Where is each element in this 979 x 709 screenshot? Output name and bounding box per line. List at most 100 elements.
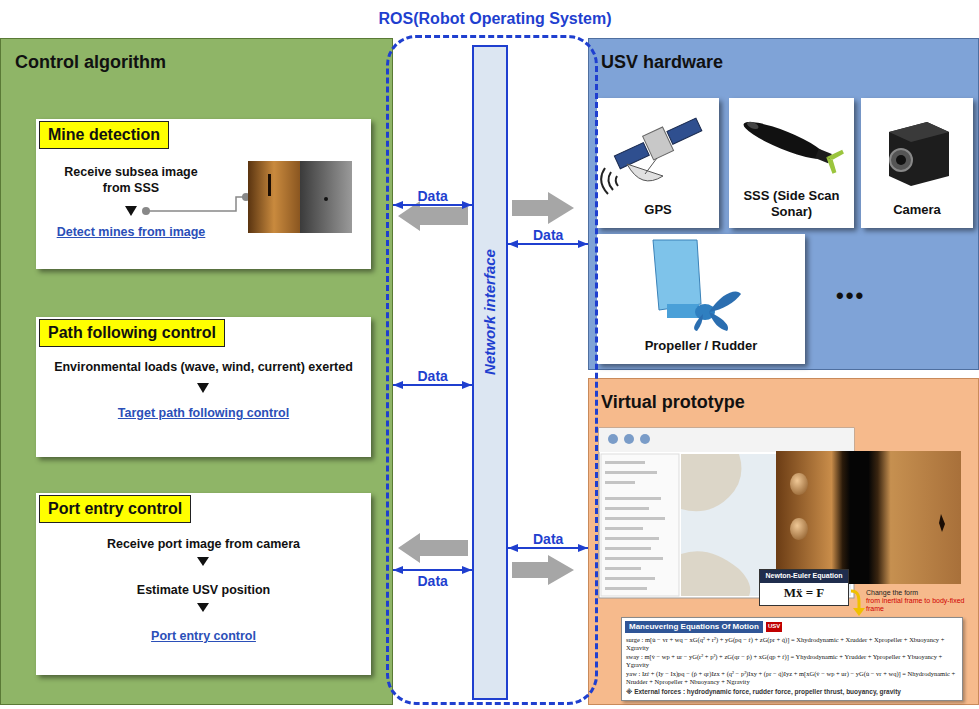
interface-label: Network interface xyxy=(481,249,500,375)
svg-path xyxy=(821,157,840,175)
sonar-image xyxy=(248,161,300,233)
toolbar-icon xyxy=(640,434,650,444)
equation: sway : m[v̇ − wp + ur − yG(r² + p²) + zG… xyxy=(626,653,960,669)
leader-dot xyxy=(142,207,150,215)
toolbar-icon xyxy=(608,434,618,444)
panel-title: USV hardware xyxy=(601,51,723,74)
down-triangle xyxy=(125,206,137,216)
result-link: Port entry control xyxy=(40,629,367,645)
sonar-image xyxy=(776,451,961,584)
annotation: Change the form xyxy=(866,589,974,597)
result-link: Target path following control xyxy=(40,406,367,422)
hardware-panel: USV hardware GPS SSS (Side Scan Sonar) C… xyxy=(588,38,979,370)
edge-label: Data xyxy=(533,531,563,547)
step-text: Receive port image from camera xyxy=(40,537,367,553)
prototype-panel: Virtual prototypeNewton-Euler EquationMẍ… xyxy=(588,378,979,705)
svg-rect xyxy=(605,461,645,464)
svg-rect xyxy=(667,118,702,144)
camera-top xyxy=(889,122,949,142)
hardware-card: Propeller / Rudder xyxy=(597,234,805,364)
signal-arc xyxy=(616,176,618,186)
edge-label: Data xyxy=(418,573,448,589)
satellite-body xyxy=(612,113,705,175)
blade xyxy=(694,314,703,331)
card-heading: Path following control xyxy=(39,319,225,347)
map-land xyxy=(681,551,750,596)
svg-rect xyxy=(605,507,649,510)
hardware-name: Propeller / Rudder xyxy=(597,338,805,354)
data-connector xyxy=(508,243,588,245)
signal-arc xyxy=(601,168,608,194)
equation: surge : m[u̇ − vr + wq − xG(q² + r²) + y… xyxy=(626,636,960,652)
dish xyxy=(627,164,663,181)
card-heading: Port entry control xyxy=(39,495,191,523)
svg-rect xyxy=(605,537,659,540)
sonar-image xyxy=(300,161,352,233)
sonar-echo xyxy=(939,514,945,532)
leader-line xyxy=(146,197,246,211)
hardware-name: SSS (Side Scan Sonar) xyxy=(731,188,852,221)
hardware-card: SSS (Side Scan Sonar) xyxy=(729,98,854,228)
equation-title: Maneuvering Equations Of Motion xyxy=(625,621,763,633)
hardware-card: GPS xyxy=(597,98,719,228)
edge-label: Data xyxy=(418,188,448,204)
ellipsis: ••• xyxy=(836,283,865,309)
svg-rect xyxy=(605,587,647,590)
mine-echo xyxy=(268,174,271,196)
equation-box: Maneuvering Equations Of MotionUSV surge … xyxy=(621,617,963,701)
control-panel: Control algorithm Mine detectionReceive … xyxy=(0,38,393,705)
equation-box: Newton-Euler Equation Mẍ = F xyxy=(759,569,849,606)
equation-title: Newton-Euler Equation xyxy=(760,570,848,583)
svg-ellipse xyxy=(746,120,759,130)
hardware-card: Camera xyxy=(861,98,973,228)
badge: USV xyxy=(766,622,782,632)
side-panel xyxy=(601,454,679,596)
transform-arrowhead xyxy=(853,608,865,616)
function-card: Port entry controlReceive port image fro… xyxy=(36,493,371,675)
step-text: Estimate USV position xyxy=(40,583,367,599)
svg-rect xyxy=(605,497,661,500)
data-connector xyxy=(393,569,472,571)
toolbar xyxy=(599,428,854,452)
mine-cylinder xyxy=(790,473,808,495)
network-interface: Network interface xyxy=(472,45,508,700)
camera-body xyxy=(889,122,949,186)
edge-label: Data xyxy=(533,227,563,243)
down-triangle xyxy=(197,383,209,393)
dish-arm xyxy=(645,158,657,174)
svg-rect xyxy=(605,481,635,484)
data-connector xyxy=(393,384,472,386)
function-card: Path following controlEnvironmental load… xyxy=(36,317,371,457)
transform-arrow xyxy=(851,591,859,608)
camera-lens xyxy=(890,149,912,171)
rudder xyxy=(653,240,701,310)
camera-lens xyxy=(896,155,906,165)
towfish xyxy=(739,112,845,175)
svg-rect xyxy=(614,143,649,169)
function-card: Mine detectionReceive subsea image from … xyxy=(36,119,371,269)
svg-rect xyxy=(605,471,657,474)
signal-arc xyxy=(608,172,613,190)
card-heading: Mine detection xyxy=(39,121,169,149)
mine-echo xyxy=(324,197,328,201)
data-connector xyxy=(393,204,472,206)
svg-rect xyxy=(605,577,655,580)
edge-label: Data xyxy=(418,368,448,384)
panel-title: Control algorithm xyxy=(15,51,166,74)
svg-rect xyxy=(605,557,663,560)
svg-rect xyxy=(605,567,641,570)
ros-title: ROS(Robot Operating System) xyxy=(359,9,631,29)
toolbar-icon xyxy=(624,434,634,444)
hardware-name: Camera xyxy=(861,202,973,218)
result-link: Detect mines from image xyxy=(36,225,226,241)
svg-rect xyxy=(605,517,665,520)
down-triangle xyxy=(197,557,209,566)
equation: yaw : Izṙ + (Iy − Ix)pq − (ṗ + qr)Izx + … xyxy=(626,670,960,686)
equation: Mẍ = F xyxy=(760,585,848,601)
svg-rect xyxy=(605,527,643,530)
mine-cylinder xyxy=(790,518,808,540)
grey-arrow xyxy=(398,533,468,563)
grey-arrow xyxy=(512,555,574,585)
annotation: from inertial frame to body-fixed frame xyxy=(866,597,974,613)
blade xyxy=(709,312,728,331)
